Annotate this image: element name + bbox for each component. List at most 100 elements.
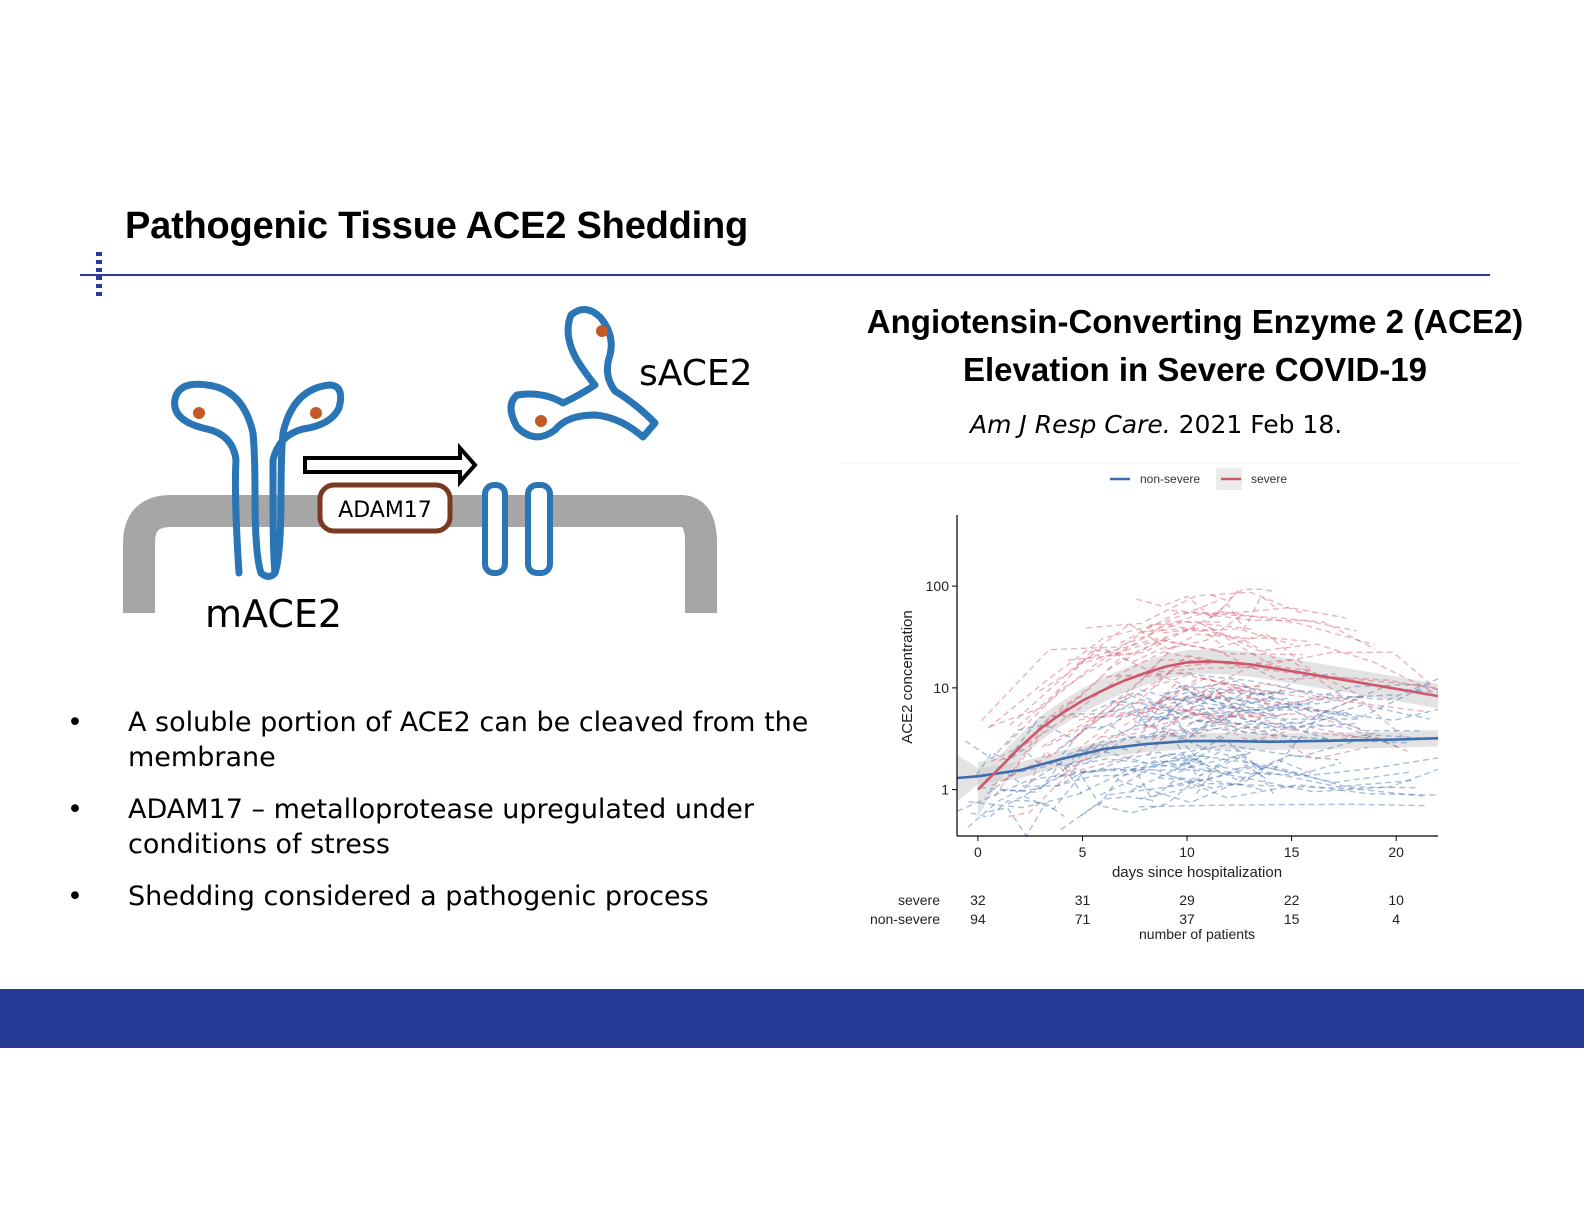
x-tick-label: 5 [1079, 844, 1087, 860]
individual-trajectory-severe [1197, 690, 1275, 710]
individual-trajectory-non-severe [1138, 803, 1427, 808]
individual-trajectory-non-severe [1130, 755, 1419, 792]
individual-trajectory-severe [1089, 695, 1223, 748]
individual-trajectory-severe [1009, 672, 1194, 777]
citation-journal: Am J Resp Care. [970, 410, 1171, 439]
individual-trajectory-non-severe [1178, 751, 1342, 776]
individual-trajectory-severe [989, 627, 1196, 728]
individual-trajectory-non-severe [1139, 683, 1431, 722]
individual-trajectory-non-severe [1184, 736, 1263, 770]
bullet-item: • A soluble portion of ACE2 can be cleave… [65, 705, 825, 775]
soluble-ace2-label: sACE2 [639, 353, 753, 394]
risk-count: 29 [1179, 892, 1195, 908]
individual-trajectory-severe [1205, 695, 1363, 713]
confidence-band-severe [977, 649, 1438, 818]
individual-trajectory-non-severe [1008, 706, 1132, 759]
mean-trend-line-non-severe [956, 736, 1439, 780]
individual-trajectory-non-severe [1081, 768, 1154, 806]
binding-site-dot [193, 407, 205, 419]
individual-trajectory-non-severe [1055, 725, 1167, 763]
individual-trajectory-non-severe [1174, 757, 1439, 777]
individual-trajectory-non-severe [1150, 734, 1439, 759]
legend-label-non-severe: non-severe [1140, 472, 1200, 486]
adam17-label: ADAM17 [338, 498, 432, 523]
binding-site-dot [310, 407, 322, 419]
risk-count: 15 [1284, 911, 1300, 927]
individual-trajectory-non-severe [1178, 672, 1439, 701]
x-tick-label: 15 [1284, 844, 1300, 860]
bullet-text: Shedding considered a pathogenic process [128, 881, 709, 912]
individual-trajectory-non-severe [1006, 762, 1078, 788]
individual-trajectory-non-severe [1086, 730, 1247, 764]
individual-trajectory-non-severe [1072, 750, 1211, 768]
binding-site-dot [596, 325, 608, 337]
individual-trajectory-non-severe [1156, 769, 1439, 799]
individual-trajectory-non-severe [979, 747, 1202, 793]
individual-trajectory-non-severe [1176, 743, 1270, 782]
risk-row-label: non-severe [870, 911, 940, 927]
individual-trajectory-non-severe [1115, 691, 1398, 718]
bullet-list: • A soluble portion of ACE2 can be cleave… [65, 705, 825, 931]
individual-trajectory-non-severe [1158, 682, 1249, 703]
individual-trajectory-non-severe [1196, 765, 1275, 795]
bullet-text: A soluble portion of ACE2 can be cleaved… [128, 707, 809, 773]
bullet-marker: • [67, 794, 83, 825]
risk-count: 94 [970, 911, 986, 927]
individual-trajectory-severe [1189, 712, 1408, 753]
individual-trajectory-non-severe [1108, 765, 1409, 796]
individual-trajectory-non-severe [1166, 758, 1314, 787]
individual-trajectory-severe [1133, 720, 1362, 743]
individual-trajectory-non-severe [970, 799, 1045, 819]
x-tick-label: 0 [974, 844, 982, 860]
title-rule-marker [96, 252, 102, 298]
individual-trajectory-non-severe [1091, 691, 1266, 714]
individual-trajectory-severe [1171, 609, 1376, 650]
x-tick-label: 10 [1179, 844, 1195, 860]
individual-trajectory-severe [1207, 626, 1439, 691]
individual-trajectory-severe [1100, 707, 1262, 738]
individual-trajectory-non-severe [1139, 782, 1424, 800]
risk-count: 37 [1179, 911, 1195, 927]
bullet-marker: • [67, 881, 83, 912]
y-tick-label: 10 [933, 680, 949, 696]
individual-trajectory-non-severe [1188, 709, 1425, 732]
individual-trajectory-severe [998, 693, 1087, 762]
x-axis-label: days since hospitalization [1112, 864, 1282, 881]
individual-trajectory-non-severe [999, 760, 1083, 795]
individual-trajectory-non-severe [1044, 735, 1210, 765]
individual-trajectory-non-severe [968, 763, 1186, 809]
individual-trajectory-severe [1086, 591, 1306, 629]
individual-trajectory-non-severe [1138, 754, 1339, 782]
y-tick-label: 1 [941, 782, 949, 798]
individual-trajectory-non-severe [1111, 690, 1313, 707]
individual-trajectory-non-severe [1162, 696, 1430, 725]
individual-trajectory-non-severe [1100, 755, 1204, 796]
individual-trajectory-severe [1151, 715, 1368, 760]
citation-date: 2021 Feb 18. [1170, 410, 1343, 439]
individual-trajectory-non-severe [1160, 687, 1284, 721]
individual-trajectory-severe [1063, 642, 1179, 712]
individual-trajectory-severe [1017, 637, 1168, 727]
bullet-text: ADAM17 – metalloprotease upregulated und… [128, 794, 754, 860]
figure-title-line: Angiotensin-Converting Enzyme 2 (ACE2) [866, 303, 1524, 340]
individual-trajectory-severe [1106, 632, 1320, 678]
individual-trajectory-non-severe [987, 743, 1102, 795]
membrane-ace2-label: mACE2 [205, 592, 342, 636]
y-axis-label: ACE2 concentration [899, 610, 916, 743]
individual-trajectory-severe [1209, 595, 1279, 631]
risk-count: 10 [1388, 892, 1404, 908]
individual-trajectory-non-severe [1206, 711, 1376, 742]
chart-legend: non-severe severe [1110, 468, 1287, 490]
risk-count: 71 [1075, 911, 1091, 927]
individual-trajectory-non-severe [1057, 694, 1349, 751]
cleavage-arrow-icon [303, 442, 478, 488]
individual-trajectory-non-severe [1206, 709, 1326, 744]
bullet-marker: • [67, 707, 83, 738]
individual-trajectory-severe [994, 658, 1217, 797]
risk-count: 32 [970, 892, 986, 908]
individual-trajectory-severe [1120, 606, 1346, 644]
individual-trajectory-non-severe [1054, 753, 1205, 788]
figure-title: Angiotensin-Converting Enzyme 2 (ACE2) E… [845, 298, 1545, 394]
individual-trajectory-severe [1008, 746, 1095, 818]
